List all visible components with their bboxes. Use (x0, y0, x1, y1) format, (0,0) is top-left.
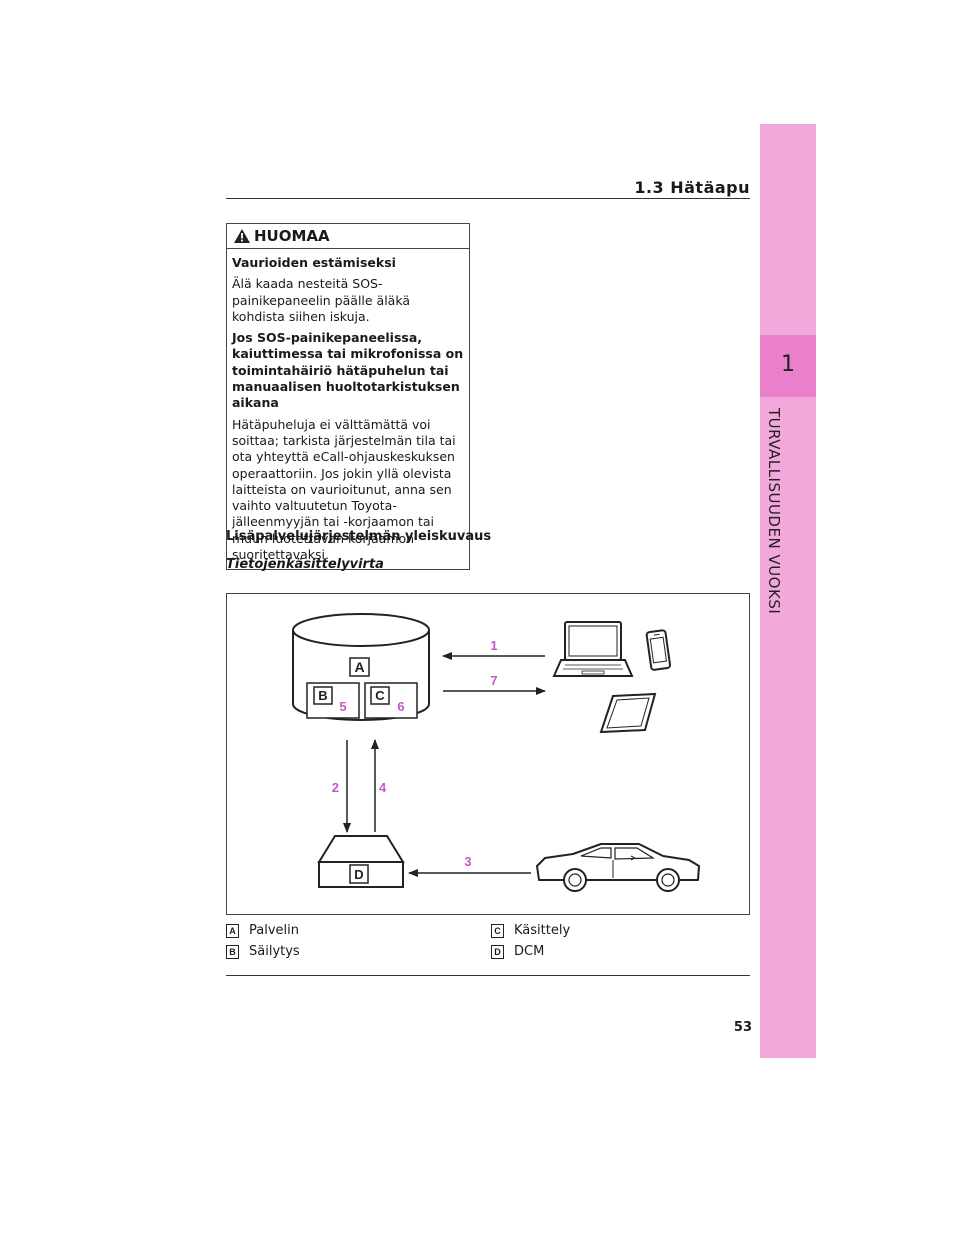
warning-heading-1: Vaurioiden estämiseksi (232, 255, 396, 270)
chapter-side-tab (760, 124, 816, 1058)
flow-number-7: 7 (490, 673, 497, 688)
warning-box: HUOMAA Vaurioiden estämiseksi Älä kaada … (226, 223, 470, 571)
chapter-number: 1 (781, 352, 795, 377)
warning-body: Vaurioiden estämiseksi Älä kaada nesteit… (227, 249, 469, 569)
dataflow-heading: Tietojenkäsittelyvirta (226, 557, 384, 572)
warning-heading-2: Jos SOS-painikepaneelissa, kaiuttimessa … (232, 330, 464, 411)
flow-number-5: 5 (339, 699, 346, 714)
flow-number-4: 4 (379, 780, 387, 795)
legend-item-c: C Käsittely (491, 923, 570, 938)
page-number: 53 (733, 1020, 752, 1035)
warning-title: HUOMAA (254, 227, 330, 245)
legend-key-b: B (226, 944, 239, 959)
warning-icon (234, 229, 250, 243)
flow-number-6: 6 (397, 699, 404, 714)
flow-number-1: 1 (490, 638, 497, 653)
box-d-label: D (349, 864, 369, 884)
legend-label-a: Palvelin (249, 923, 299, 938)
overview-heading: Lisäpalvelujärjestelmän yleiskuvaus (226, 529, 492, 544)
legend-label-d: DCM (514, 944, 545, 959)
chapter-title: TURVALLISUUDEN VUOKSI (765, 408, 783, 615)
flow-number-2: 2 (332, 780, 339, 795)
svg-text:C: C (375, 688, 385, 703)
svg-text:D: D (354, 867, 363, 882)
chapter-number-box (760, 335, 816, 397)
svg-text:B: B (318, 688, 327, 703)
legend-key-c: C (491, 923, 504, 938)
header-rule (226, 198, 750, 199)
section-title: 1.3 Hätäapu (634, 178, 750, 197)
box-a-label: A (349, 657, 370, 677)
flow-number-3: 3 (464, 854, 471, 869)
warning-text-2: Hätäpuheluja ei välttämättä voi soittaa;… (232, 416, 456, 563)
svg-text:A: A (354, 659, 364, 675)
footer-rule (226, 975, 750, 976)
legend-item-a: A Palvelin (226, 923, 299, 938)
data-flow-diagram: A B C 5 6 1 7 (226, 593, 750, 915)
warning-header: HUOMAA (227, 224, 469, 249)
legend-item-d: D DCM (491, 944, 544, 959)
legend-item-b: B Säilytys (226, 944, 300, 959)
box-c-label: C (370, 686, 390, 705)
warning-text-1: Älä kaada nesteitä SOS-painikepaneelin p… (232, 276, 411, 324)
smartphone-icon (645, 629, 672, 671)
box-b-label: B (313, 686, 333, 705)
legend-label-b: Säilytys (249, 944, 300, 959)
legend-label-c: Käsittely (514, 923, 571, 938)
car-icon (536, 843, 700, 892)
data-flow-svg: A B C 5 6 1 7 (292, 613, 700, 892)
legend-key-d: D (491, 944, 504, 959)
tablet-icon (599, 692, 657, 734)
laptop-icon (552, 621, 634, 677)
legend-key-a: A (226, 923, 239, 938)
